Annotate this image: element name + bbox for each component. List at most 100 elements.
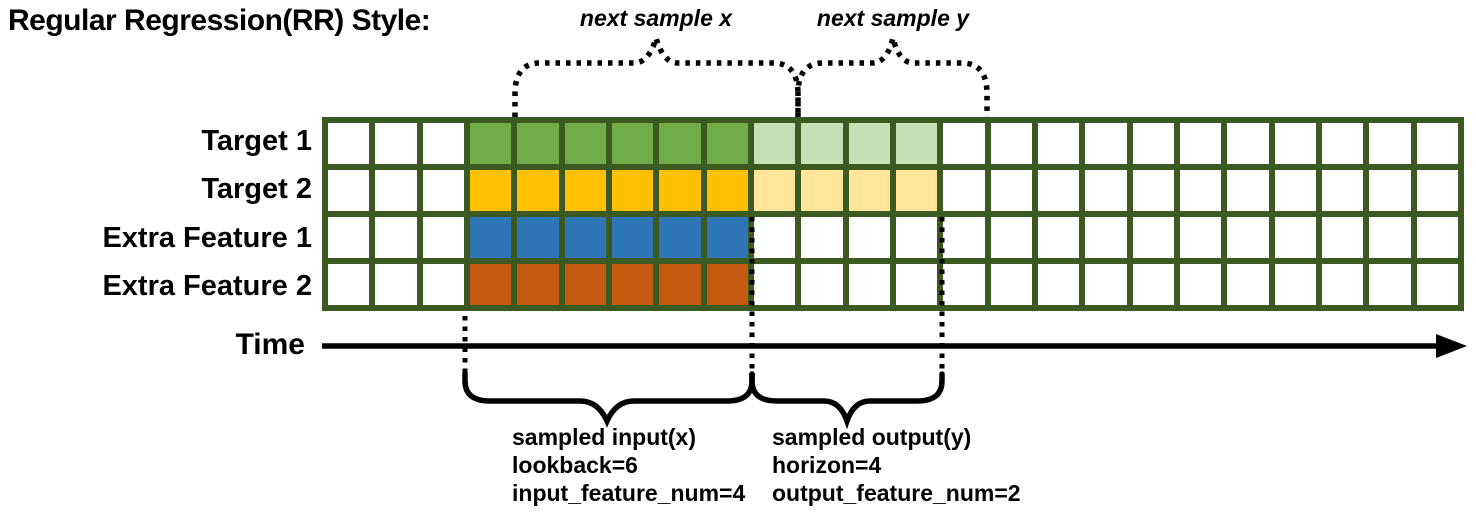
grid-cell <box>1132 170 1174 211</box>
grid-cell <box>611 217 654 258</box>
grid-cell <box>659 217 701 258</box>
grid-cell <box>895 170 938 211</box>
grid-cell <box>375 264 417 305</box>
sampled-input-brace <box>462 371 755 428</box>
grid-cell <box>1037 264 1080 305</box>
next-sample-y-brace <box>795 37 990 117</box>
grid-cell <box>753 264 796 305</box>
grid-cell <box>1179 217 1222 258</box>
row-label-1: Target 1 <box>201 124 312 157</box>
diagram-title: Regular Regression(RR) Style: <box>8 4 431 37</box>
grid-cell <box>1227 123 1269 164</box>
grid-cell <box>659 123 701 164</box>
sampled-input-line2: lookback=6 <box>512 452 638 478</box>
grid-cell <box>801 123 843 164</box>
grid-cell <box>422 170 464 211</box>
grid-cell <box>517 264 559 305</box>
grid-cell <box>943 170 985 211</box>
grid-cell <box>517 217 559 258</box>
row-label-3: Extra Feature 1 <box>102 221 312 254</box>
grid-cell <box>1179 170 1222 211</box>
grid-cell <box>990 123 1032 164</box>
grid-cell <box>469 217 512 258</box>
time-axis-arrow <box>322 334 1467 358</box>
grid-cell <box>895 123 938 164</box>
grid-cell <box>706 264 748 305</box>
sampled-input-line3: input_feature_num=4 <box>512 480 746 506</box>
grid-cell <box>1274 264 1316 305</box>
grid-cell <box>564 123 606 164</box>
grid-cell <box>753 170 796 211</box>
grid-cell <box>1037 217 1080 258</box>
grid-cell <box>1369 123 1411 164</box>
next-sample-y-label: next sample y <box>816 5 970 31</box>
grid-cell <box>753 123 796 164</box>
grid-cell <box>469 170 512 211</box>
grid-cell <box>1227 170 1269 211</box>
grid-cell <box>990 217 1032 258</box>
grid-cell <box>1085 170 1127 211</box>
grid-cell <box>1416 264 1458 305</box>
grid-cell <box>1179 264 1222 305</box>
grid-cell <box>801 217 843 258</box>
grid-cell <box>659 264 701 305</box>
grid-cell <box>469 123 512 164</box>
grid-cell <box>1085 123 1127 164</box>
grid-cell <box>1037 123 1080 164</box>
grid-cell <box>1274 123 1316 164</box>
grid-cell <box>1274 217 1316 258</box>
grid-cell <box>1321 170 1364 211</box>
grid-cell <box>1321 123 1364 164</box>
grid-cell <box>1085 217 1127 258</box>
grid-cell <box>1369 217 1411 258</box>
sampled-input-note: sampled input(x) lookback=6 input_featur… <box>512 423 745 507</box>
grid-cell <box>422 264 464 305</box>
sampled-output-note: sampled output(y) horizon=4 output_featu… <box>772 423 1021 507</box>
grid-cell <box>1416 217 1458 258</box>
grid-cell <box>801 264 843 305</box>
grid-cell <box>564 264 606 305</box>
grid-cell <box>564 170 606 211</box>
sampled-output-line3: output_feature_num=2 <box>772 480 1021 506</box>
grid-cell <box>706 170 748 211</box>
grid-cell <box>1227 264 1269 305</box>
grid-cell <box>895 264 938 305</box>
grid-cell <box>1416 170 1458 211</box>
row-label-2: Target 2 <box>201 173 312 206</box>
grid-cell <box>611 264 654 305</box>
grid-cell <box>990 264 1032 305</box>
grid-cell <box>895 217 938 258</box>
grid-cell <box>517 170 559 211</box>
row-labels: Target 1 Target 2 Extra Feature 1 Extra Fea… <box>0 117 312 311</box>
grid-cell <box>1369 170 1411 211</box>
grid-cell <box>375 170 417 211</box>
grid-cell <box>1274 170 1316 211</box>
next-sample-x-label: next sample x <box>579 5 733 31</box>
grid-cell <box>1132 217 1174 258</box>
grid-cell <box>753 217 796 258</box>
sampled-output-brace <box>749 371 945 430</box>
grid-cell <box>943 264 985 305</box>
sample-grid <box>322 117 1464 311</box>
time-axis-label: Time <box>235 328 305 361</box>
grid-cell <box>801 170 843 211</box>
grid-cell <box>469 264 512 305</box>
grid-cell <box>1369 264 1411 305</box>
grid-cell <box>564 217 606 258</box>
next-sample-x-brace <box>512 27 801 117</box>
grid-cell <box>375 123 417 164</box>
row-label-4: Extra Feature 2 <box>102 270 312 303</box>
grid-cell <box>1037 170 1080 211</box>
grid-cell <box>1179 123 1222 164</box>
sampled-output-line1: sampled output(y) <box>772 424 972 450</box>
grid-cell <box>328 264 370 305</box>
grid-cell <box>611 170 654 211</box>
sampled-input-line1: sampled input(x) <box>512 424 697 450</box>
grid-cell <box>517 123 559 164</box>
grid-cell <box>422 123 464 164</box>
grid-cell <box>706 123 748 164</box>
grid-cell <box>422 217 464 258</box>
grid-cell <box>1321 217 1364 258</box>
grid-cell <box>848 264 890 305</box>
